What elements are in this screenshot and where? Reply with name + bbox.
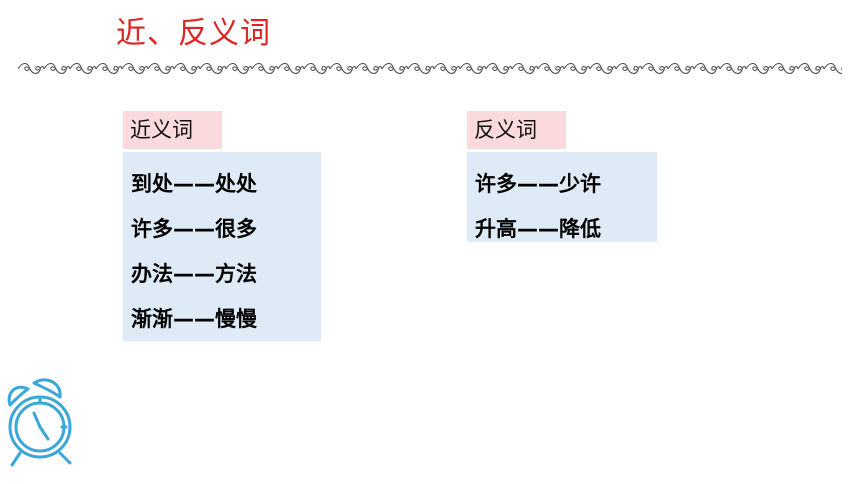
synonym-pair: 许多——很多 bbox=[131, 217, 257, 241]
synonyms-panel: 到处——处处 许多——很多 办法——方法 渐渐——慢慢 bbox=[123, 152, 321, 341]
antonym-pair: 许多——少许 bbox=[475, 172, 601, 196]
antonyms-panel: 许多——少许 升高——降低 bbox=[467, 152, 657, 242]
synonym-pair: 办法——方法 bbox=[131, 262, 257, 286]
synonym-pair: 渐渐——慢慢 bbox=[131, 307, 257, 331]
antonyms-label: 反义词 bbox=[467, 111, 566, 149]
slide-title: 近、反义词 bbox=[116, 16, 271, 51]
ornamental-divider bbox=[18, 60, 842, 78]
alarm-clock-icon bbox=[7, 378, 72, 467]
antonym-pair: 升高——降低 bbox=[475, 217, 601, 241]
synonym-pair: 到处——处处 bbox=[131, 172, 257, 196]
synonyms-label: 近义词 bbox=[123, 111, 222, 149]
